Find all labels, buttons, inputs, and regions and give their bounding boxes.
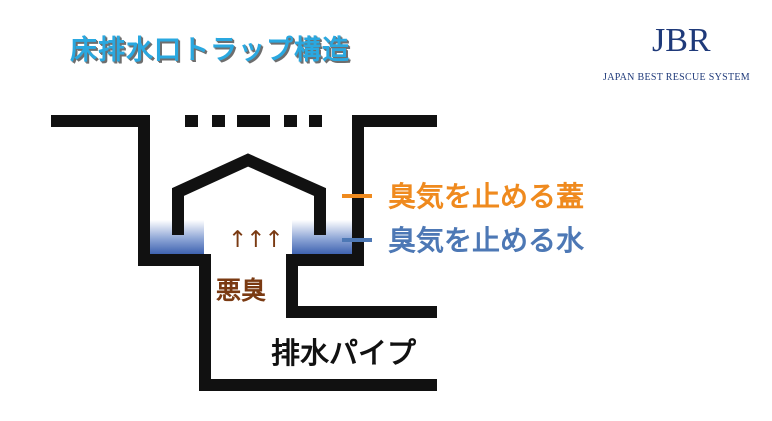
trap-lid: [172, 153, 326, 235]
logo-mark: JBR: [652, 22, 711, 59]
odor-arrows: ↑↑↑: [228, 227, 284, 253]
trap-bowl-right: [286, 115, 437, 318]
lid-label: 臭気を止める蓋: [388, 180, 585, 213]
pipe-label: 排水パイプ: [271, 336, 417, 370]
water-label: 臭気を止める水: [388, 224, 585, 257]
odor-label: 悪臭: [216, 276, 267, 305]
logo-subtitle: JAPAN BEST RESCUE SYSTEM: [603, 72, 750, 83]
slide-title: 床排水口トラップ構造: [70, 35, 350, 66]
trap-bowl: [138, 115, 437, 391]
